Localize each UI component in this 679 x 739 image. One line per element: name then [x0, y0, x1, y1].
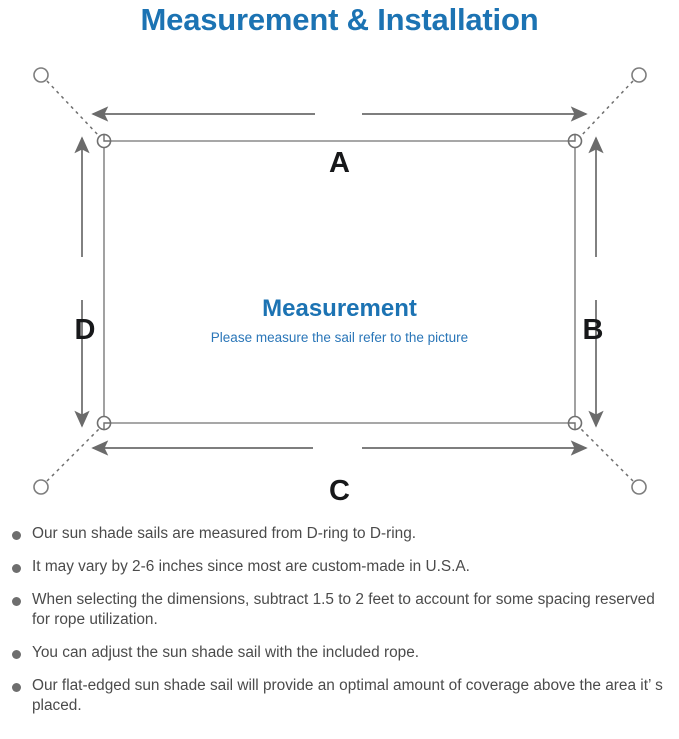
list-item: Our flat-edged sun shade sail will provi…	[0, 676, 679, 716]
bullet-icon	[12, 564, 21, 574]
list-item-text: Our flat-edged sun shade sail will provi…	[32, 677, 663, 715]
list-item: You can adjust the sun shade sail with t…	[0, 643, 679, 663]
dimension-label-c: C	[329, 475, 350, 507]
sail-outline	[103, 140, 576, 424]
dimension-label-d: D	[74, 314, 96, 346]
notes-list: Our sun shade sails are measured from D-…	[0, 524, 679, 729]
bullet-icon	[12, 597, 21, 607]
page-title: Measurement & Installation	[140, 2, 539, 37]
list-item-text: You can adjust the sun shade sail with t…	[32, 644, 420, 662]
diagram-svg	[33, 67, 647, 495]
list-item: It may vary by 2-6 inches since most are…	[0, 557, 679, 577]
anchor-points	[33, 67, 647, 495]
bullet-icon	[12, 683, 21, 693]
list-item-text: When selecting the dimensions, subtract …	[32, 591, 655, 629]
corner-d-rings	[96, 133, 583, 431]
dimension-label-b: B	[582, 314, 604, 346]
bullet-icon	[12, 650, 21, 660]
list-item-text: Our sun shade sails are measured from D-…	[32, 525, 417, 542]
measurement-diagram: Measurement Please measure the sail refe…	[0, 52, 679, 507]
list-item-text: It may vary by 2-6 inches since most are…	[32, 558, 470, 576]
bullet-icon	[12, 531, 21, 540]
dimension-label-a: A	[329, 147, 350, 179]
sail-center-heading: Measurement	[262, 295, 417, 322]
sail-center-subtext: Please measure the sail refer to the pic…	[210, 330, 469, 345]
list-item: When selecting the dimensions, subtract …	[0, 590, 679, 630]
list-item: Our sun shade sails are measured from D-…	[0, 524, 679, 544]
anchor-ropes	[46, 80, 634, 482]
